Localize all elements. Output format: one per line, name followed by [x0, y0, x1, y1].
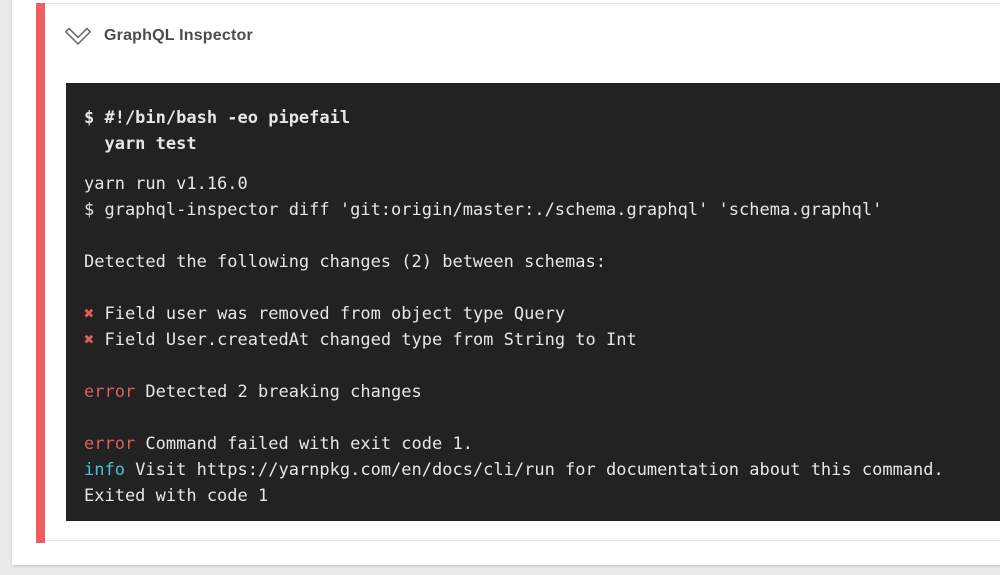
terminal-line: Exited with code 1	[84, 483, 1000, 509]
terminal-text: Command failed with exit code 1.	[135, 434, 473, 454]
terminal-lines: yarn run v1.16.0 $ graphql-inspector diff…	[84, 171, 1000, 509]
terminal-line: error Detected 2 breaking changes	[84, 379, 1000, 405]
terminal-line: error Command failed with exit code 1.	[84, 431, 1000, 457]
build-step-card: GraphQL Inspector $ #!/bin/bash -eo pipe…	[12, 0, 1000, 565]
command-block: $ #!/bin/bash -eo pipefail yarn test	[84, 105, 1000, 157]
terminal-line: $ graphql-inspector diff 'git:origin/mas…	[84, 197, 1000, 223]
terminal-text: Field User.createdAt changed type from S…	[94, 330, 637, 350]
command-line: yarn test	[84, 134, 197, 154]
terminal-line	[84, 353, 1000, 379]
terminal-text: error	[84, 434, 136, 454]
step-title: GraphQL Inspector	[104, 27, 253, 44]
terminal-line: yarn run v1.16.0	[84, 171, 1000, 197]
terminal-line: ✖ Field User.createdAt changed type from…	[84, 327, 1000, 353]
terminal-text: Detected the following changes (2) betwe…	[84, 252, 606, 272]
terminal-text: Visit https://yarnpkg.com/en/docs/cli/ru…	[124, 460, 944, 480]
failure-accent-bar	[36, 3, 45, 543]
terminal-text: Detected 2 breaking changes	[135, 382, 422, 402]
command-line: $ #!/bin/bash -eo pipefail	[84, 108, 351, 128]
terminal-line: info Visit https://yarnpkg.com/en/docs/c…	[84, 457, 1000, 483]
terminal-text: Field user was removed from object type …	[94, 304, 566, 324]
terminal-line	[84, 223, 1000, 249]
terminal-line: Detected the following changes (2) betwe…	[84, 249, 1000, 275]
terminal-line	[84, 405, 1000, 431]
terminal-line	[84, 275, 1000, 301]
error-cross-icon: ✖	[84, 330, 95, 350]
terminal-text: info	[84, 460, 125, 480]
terminal-output: $ #!/bin/bash -eo pipefail yarn test yar…	[66, 83, 1000, 521]
chevron-down-icon[interactable]	[63, 24, 93, 48]
terminal-text: $ graphql-inspector diff 'git:origin/mas…	[84, 200, 883, 220]
step-header[interactable]: GraphQL Inspector	[63, 24, 253, 48]
failed-step-section: GraphQL Inspector $ #!/bin/bash -eo pipe…	[36, 3, 1000, 543]
terminal-text: Exited with code 1	[84, 486, 269, 506]
terminal-line: ✖ Field user was removed from object typ…	[84, 301, 1000, 327]
terminal-text: yarn run v1.16.0	[84, 174, 248, 194]
terminal-text: error	[84, 382, 136, 402]
error-cross-icon: ✖	[84, 304, 95, 324]
